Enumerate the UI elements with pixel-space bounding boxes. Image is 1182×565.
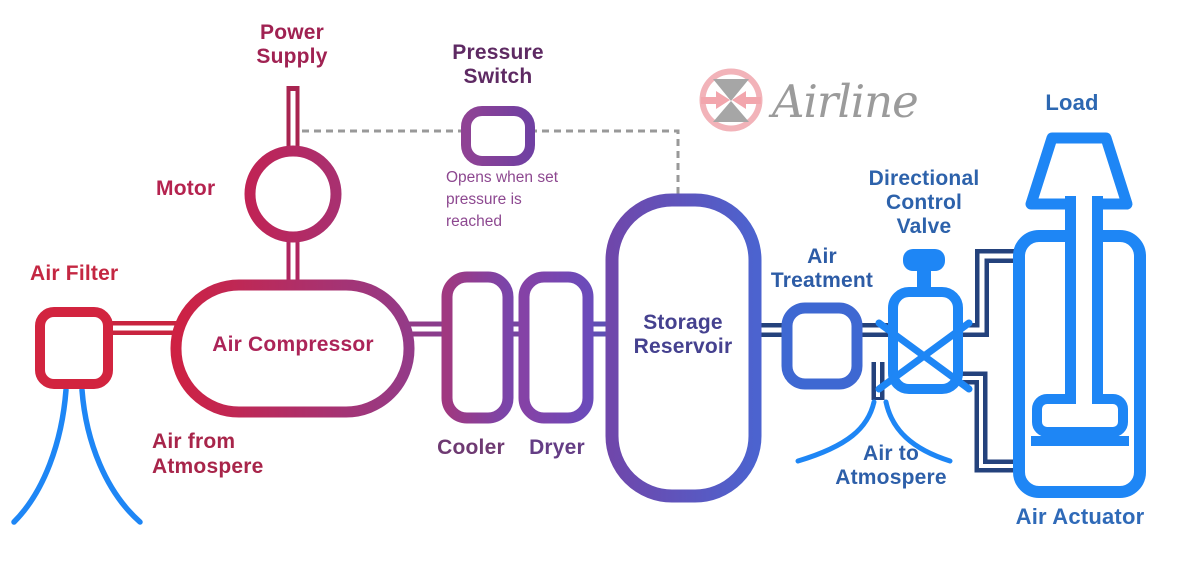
hourglass-bottom-icon [713,101,749,122]
pipe-valve-to-actuator-bottom [950,371,1024,473]
air-filter-shape [35,307,113,389]
cooler-shape [441,271,514,424]
cooler-label: Cooler [437,436,505,459]
motor-shape [244,145,342,243]
air-treatment-label: Air Treatment [770,245,874,292]
air-from-atmosphere-label: Air from Atmospere [152,430,264,478]
valve-cross-icon [875,319,973,393]
directional-control-valve-shape [875,249,973,394]
dryer-shape [518,271,594,424]
air-filter-label: Air Filter [30,262,119,285]
pressure-signal-dashed-line [302,129,680,197]
brand-wordmark: Airline [768,75,918,128]
pressure-switch-note: Opens when set pressure is reached [446,169,559,230]
dryer-label: Dryer [529,436,585,459]
load-label: Load [1045,90,1099,115]
air-intake-funnel [11,387,143,525]
air-compressor-shape [170,279,415,418]
storage-reservoir-label: Storage Reservoir [633,311,733,358]
directional-control-valve-label: Directional Control Valve [868,167,980,238]
air-actuator-shape [1013,132,1146,498]
air-treatment-shape [781,302,863,390]
storage-reservoir-shape [605,193,762,503]
pressure-switch-label: Pressure Switch [452,41,544,88]
air-exhaust-funnel [795,399,953,464]
power-supply-label: Power Supply [256,21,328,68]
right-arrow-icon [732,91,746,109]
pipe-reservoir-to-actuator-top [750,249,1024,337]
valve-knob-cap [903,249,945,271]
hourglass-top-icon [713,79,749,101]
motor-label: Motor [156,177,216,200]
pressure-switch-shape [461,106,535,166]
air-actuator-label: Air Actuator [1015,504,1145,529]
left-arrow-icon [716,91,730,109]
airline-logo: Airline [699,68,919,132]
air-to-atmosphere-label: Air to Atmospere [835,442,947,489]
air-compressor-label: Air Compressor [212,333,374,356]
